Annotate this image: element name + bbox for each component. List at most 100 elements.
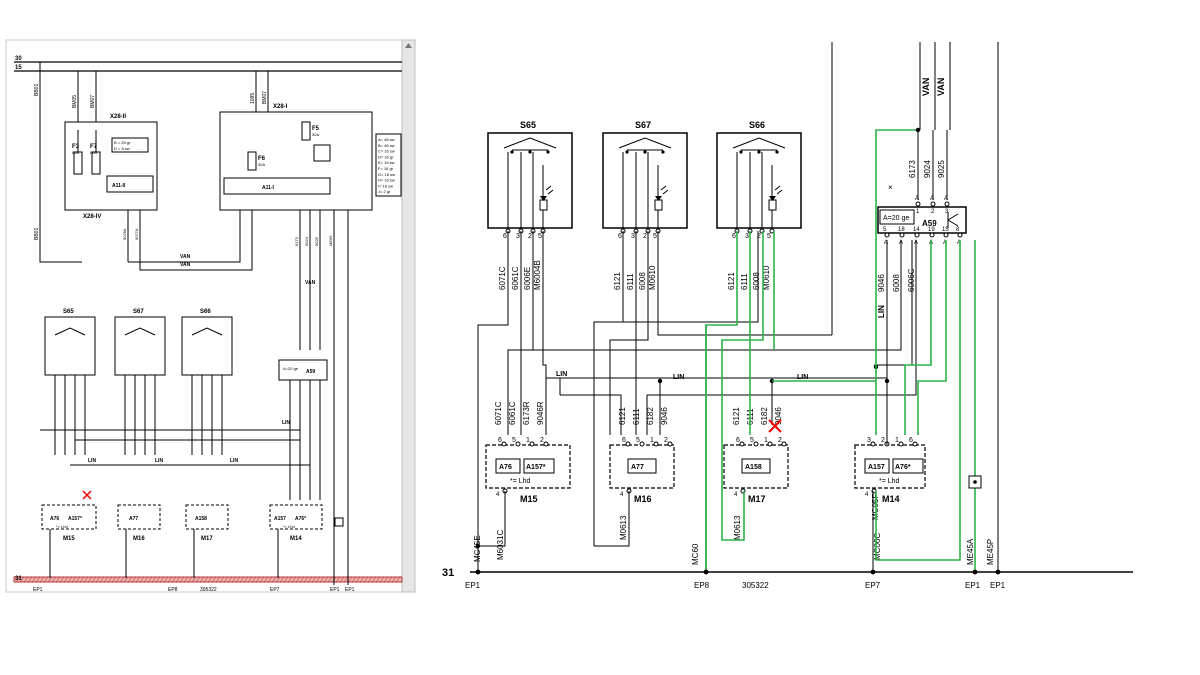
ground-hatch-stroke: [311, 576, 317, 583]
switch-label: S67: [635, 120, 651, 130]
fuse-f3-rating: 60A: [72, 150, 79, 155]
led-icon: [655, 196, 662, 201]
a11-ii-label: A11-II: [112, 183, 126, 189]
switch-pin-number: 3: [631, 233, 635, 240]
ground-hatch-stroke: [83, 576, 89, 583]
motor-sub-label: A157*: [68, 516, 82, 522]
ground-hatch-stroke: [75, 576, 81, 583]
left-ground-point-label: EP1: [33, 587, 43, 593]
wire-code-label: M0613: [733, 515, 742, 540]
ground-hatch-stroke: [143, 576, 149, 583]
ground-hatch-stroke: [319, 576, 325, 583]
ground-hatch-stroke: [175, 576, 181, 583]
ground-hatch-stroke: [351, 576, 357, 583]
ground-junction-dot: [972, 569, 978, 575]
switch-contact-dot: [510, 150, 514, 154]
ground-hatch-stroke: [211, 576, 217, 583]
fault-mark: [768, 419, 782, 433]
switch-contact-dot: [661, 150, 665, 154]
switch-label: S66: [749, 120, 765, 130]
motor-pin-number: 2: [664, 437, 668, 444]
wire-code-label: 9025: [314, 236, 319, 246]
wire: [721, 231, 764, 541]
ground-hatch-stroke: [87, 576, 93, 583]
ground-hatch-stroke: [315, 576, 321, 583]
wire-code-label: 6061C: [508, 401, 517, 425]
motor-sub-label: A157: [868, 464, 885, 471]
wire-code-label: 6173: [294, 236, 299, 246]
lhd-note: *= Lhd: [879, 478, 900, 485]
wire: [917, 240, 947, 435]
switch-contact-dot: [739, 150, 743, 154]
switch-pin-number: 6: [618, 233, 622, 240]
ground-hatch-stroke: [67, 576, 73, 583]
switch-s66: [716, 132, 802, 229]
ground-hatch-stroke: [327, 576, 333, 583]
a59-pin-number: 19: [928, 227, 935, 233]
left-switch-label: S65: [63, 309, 74, 315]
left-switch-s66: [181, 316, 233, 376]
ground-hatch-stroke: [71, 576, 77, 583]
left-switch-s65: [44, 316, 96, 376]
led-resistor: [539, 199, 548, 211]
a59-pin-letter: A: [915, 196, 919, 202]
a59-bottom-pin: [929, 232, 935, 238]
wire-code-label: 6182: [646, 407, 655, 425]
led-ray: [774, 185, 781, 191]
motor-pin: [767, 441, 773, 447]
spec-line: D = 8 sw: [114, 146, 130, 151]
wire-code-label: 6173R: [522, 401, 531, 425]
motor-sub-label: A77: [129, 516, 138, 522]
motor-sub-label: A76*: [295, 516, 306, 522]
wire-code-label: 6111: [740, 273, 749, 290]
wire-code-label: 9077A: [134, 228, 139, 240]
switch-pin-number: 2: [643, 233, 647, 240]
fuse-f7-rating: 60A: [90, 150, 97, 155]
wire: [874, 240, 913, 366]
left-panel-scrollbar: [401, 39, 416, 593]
led-ray: [547, 189, 554, 195]
ground-rail-label: 31: [15, 576, 22, 582]
fuse-f7-label: F7: [90, 144, 98, 150]
left-switch-label: S67: [133, 309, 144, 315]
left-ground-point-label: EP7: [270, 587, 280, 593]
ground-hatch-stroke: [95, 576, 101, 583]
ground-hatch-stroke: [155, 576, 161, 583]
ground-hatch-stroke: [207, 576, 213, 583]
wire-code-label: 6071C: [498, 266, 507, 290]
wire-code-label: ME69: [328, 235, 333, 246]
van-wire: [128, 210, 241, 263]
a59-pin-letter: A: [944, 196, 948, 202]
spec-line: B = 28 gr: [114, 140, 131, 145]
switch-contact-dot: [757, 150, 761, 154]
ground-point-label: EP7: [865, 581, 881, 590]
left-ground-point-label: EP8: [168, 587, 178, 593]
ground-hatch-stroke: [151, 576, 157, 583]
ground-hatch-stroke: [255, 576, 261, 583]
a59-pin-number: 5: [883, 227, 887, 233]
ground-hatch-stroke: [115, 576, 121, 583]
motor-pin: [781, 441, 787, 447]
ground-hatch-stroke: [123, 576, 129, 583]
ground-hatch-stroke: [195, 576, 201, 583]
wire-code-label: M0610: [762, 265, 771, 290]
ground-hatch-stroke: [99, 576, 105, 583]
fuse-f5-label: F5: [312, 126, 320, 132]
color-key-entry: H= 16 sw: [378, 178, 395, 183]
switch-pin-number: 2: [528, 233, 532, 240]
wire-code-label: M6004B: [533, 260, 542, 290]
led-ray: [660, 185, 667, 191]
left-panel-frame: [5, 39, 407, 593]
switch-pin-number: 3: [516, 233, 520, 240]
ground-hatch-stroke: [263, 576, 269, 583]
ground-hatch-stroke: [275, 576, 281, 583]
ground-hatch-stroke: [259, 576, 265, 583]
switch-s65: [487, 132, 573, 229]
motor-sub-box: [741, 458, 771, 474]
wire-code-label: MC45E: [473, 535, 482, 562]
a59-pin-number: 2: [931, 209, 935, 215]
van-bus-label-1: VAN: [180, 254, 191, 260]
a59-pin-number: 15: [942, 227, 949, 233]
led-icon: [769, 196, 776, 201]
ground-hatch-stroke: [19, 576, 25, 583]
